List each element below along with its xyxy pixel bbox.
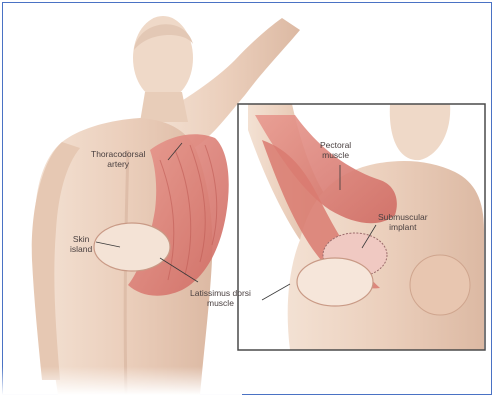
neck: [140, 92, 188, 122]
label-submuscular-implant: Submuscular implant: [378, 212, 428, 232]
label-thoracodorsal-line2: artery: [91, 159, 145, 169]
label-pectoral-line2: muscle: [320, 150, 351, 160]
label-skin-island: Skin island: [70, 234, 92, 254]
skin-island: [94, 223, 170, 271]
bottom-fade: [2, 300, 242, 395]
label-skin-island-line1: Skin: [70, 234, 92, 244]
label-submuscular-line1: Submuscular: [378, 212, 428, 222]
label-thoracodorsal-line1: Thoracodorsal: [91, 149, 145, 159]
label-submuscular-line2: implant: [378, 222, 428, 232]
label-latissimus-line1: Latissimus dorsi: [190, 288, 251, 298]
label-latissimus-dorsi-muscle: Latissimus dorsi muscle: [190, 288, 251, 308]
inset-breast: [410, 255, 470, 315]
front-view-inset: [238, 104, 485, 350]
label-latissimus-line2: muscle: [190, 298, 251, 308]
label-pectoral-muscle: Pectoral muscle: [320, 140, 351, 160]
label-skin-island-line2: island: [70, 244, 92, 254]
label-thoracodorsal-artery: Thoracodorsal artery: [91, 149, 145, 169]
inset-skin-island: [297, 258, 373, 306]
label-pectoral-line1: Pectoral: [320, 140, 351, 150]
